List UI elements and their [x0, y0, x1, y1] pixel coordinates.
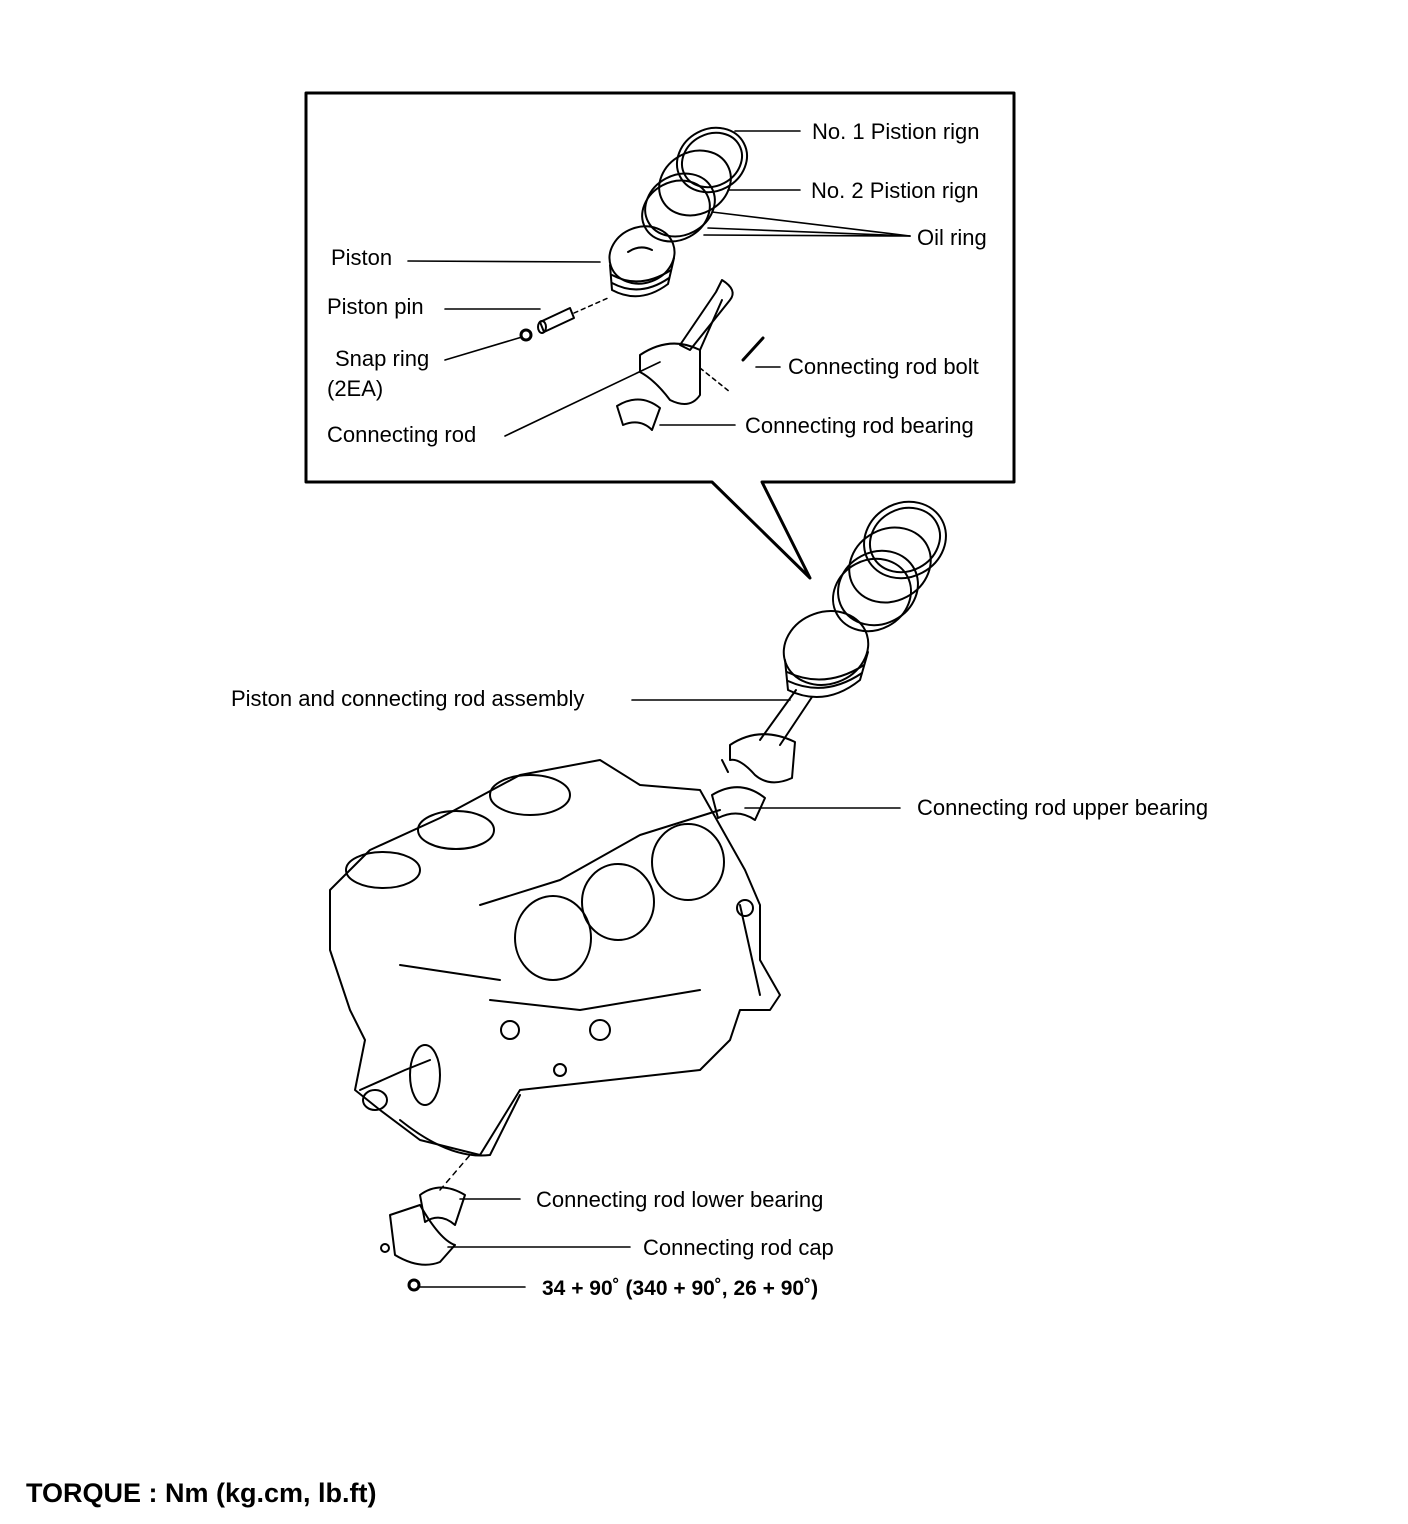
- leader-lines: [407, 130, 911, 1288]
- label-piston: Piston: [331, 245, 393, 270]
- detail-snap-ring: [519, 328, 533, 342]
- label-torque-spec: 34 + 90˚ (340 + 90˚, 26 + 90˚): [542, 1277, 819, 1300]
- label-connecting-rod-bearing: Connecting rod bearing: [745, 413, 974, 438]
- torque-units-footer: TORQUE : Nm (kg.cm, lb.ft): [26, 1478, 377, 1508]
- callout-box: [304, 91, 1016, 580]
- detail-connecting-rod: [639, 279, 734, 405]
- label-no2-piston-ring: No. 2 Pistion rign: [811, 178, 979, 203]
- label-piston-pin: Piston pin: [327, 294, 424, 319]
- label-connecting-rod-cap: Connecting rod cap: [643, 1235, 834, 1260]
- label-piston-rod-assembly: Piston and connecting rod assembly: [231, 686, 585, 711]
- label-snap-ring: Snap ring: [335, 346, 430, 371]
- main-piston-rings: [832, 500, 947, 633]
- label-snap-ring-qty: (2EA): [327, 376, 384, 401]
- main-piston-rod-assembly: [721, 610, 870, 784]
- main-upper-bearing: [711, 786, 766, 821]
- label-connecting-rod: Connecting rod: [327, 422, 477, 447]
- label-connecting-rod-bolt: Connecting rod bolt: [788, 354, 979, 379]
- detail-piston-rings: [641, 126, 748, 243]
- engine-block: [329, 759, 781, 1157]
- detail-piston-pin: [537, 307, 575, 334]
- main-rod-cap: [389, 1204, 456, 1266]
- main-cap-bolt: [407, 1278, 421, 1292]
- main-cap-nut: [380, 1243, 390, 1253]
- detail-rod-bolt: [741, 336, 765, 362]
- label-oil-ring: Oil ring: [917, 225, 987, 250]
- label-upper-bearing: Connecting rod upper bearing: [917, 795, 1209, 820]
- main-lower-bearing: [419, 1186, 466, 1226]
- label-lower-bearing: Connecting rod lower bearing: [536, 1187, 824, 1212]
- detail-rod-bearing: [616, 398, 661, 431]
- label-no1-piston-ring: No. 1 Pistion rign: [812, 119, 980, 144]
- detail-piston: [608, 225, 676, 298]
